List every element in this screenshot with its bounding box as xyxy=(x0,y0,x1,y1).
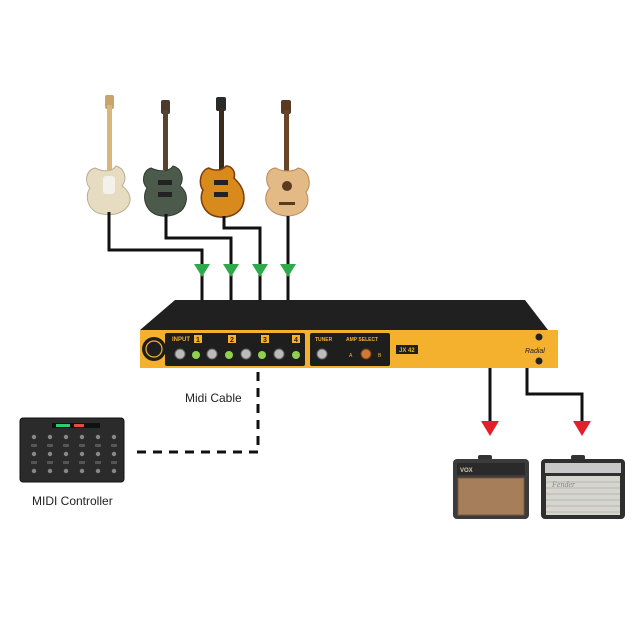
channel-3-number: 3 xyxy=(263,337,267,344)
input-jack-1 xyxy=(174,348,186,360)
radial-jx42-switcher: INPUT 1 2 3 4 TUNER AMP SELECT A B JX xyxy=(140,300,558,368)
rack-screw-bottom xyxy=(535,357,543,365)
midi-controller-label: MIDI Controller xyxy=(32,494,113,508)
amp-vox-grille xyxy=(458,478,524,515)
input-jack-4 xyxy=(273,348,285,360)
amp-b-label: B xyxy=(378,353,382,359)
green-arrow-1 xyxy=(194,264,210,277)
brand-logo: Radial xyxy=(525,348,545,355)
midi-controller xyxy=(19,417,125,483)
midi-controller-body xyxy=(20,418,124,482)
cable-amp-right xyxy=(525,368,584,430)
model-badge-text: JX 42 xyxy=(399,348,415,354)
guitar-lespaul-sunburst xyxy=(199,97,245,218)
midi-cable-label: Midi Cable xyxy=(185,391,242,405)
amp-fender: Fender xyxy=(541,455,625,519)
model-badge xyxy=(396,345,418,354)
output-arrows xyxy=(481,421,591,436)
amp-select-knob xyxy=(360,348,372,360)
amp-vox-control-panel xyxy=(457,463,525,475)
green-arrow-2 xyxy=(223,264,239,277)
input-led-2 xyxy=(225,351,233,359)
guitar-acoustic xyxy=(265,100,310,217)
input-arrows xyxy=(194,264,296,277)
rack-screw-top xyxy=(535,333,543,341)
input-jacks xyxy=(174,348,300,360)
channel-4-number: 4 xyxy=(294,337,298,344)
midi-footswitches xyxy=(31,434,117,474)
input-led-1 xyxy=(192,351,200,359)
red-arrow-left xyxy=(481,421,499,436)
input-led-3 xyxy=(258,351,266,359)
input-led-4 xyxy=(292,351,300,359)
midi-cable xyxy=(132,372,260,454)
input-jack-3 xyxy=(240,348,252,360)
amp-fender-logo: Fender xyxy=(551,480,576,489)
input-label: INPUT xyxy=(172,337,190,343)
green-arrow-4 xyxy=(280,264,296,277)
cable-guitar-1 xyxy=(107,212,204,300)
green-arrow-3 xyxy=(252,264,268,277)
guitar-prs-green xyxy=(143,100,187,217)
guitar-cables xyxy=(107,212,290,300)
channel-1-number: 1 xyxy=(196,337,200,344)
tuner-jack xyxy=(316,348,328,360)
cable-guitar-2 xyxy=(164,214,233,300)
cable-guitar-3 xyxy=(222,216,262,300)
amp-vox-logo: VOX xyxy=(460,468,473,474)
input-jack-2 xyxy=(206,348,218,360)
rack-top xyxy=(140,300,548,330)
channel-2-number: 2 xyxy=(230,337,234,344)
red-arrow-right xyxy=(573,421,591,436)
amp-select-label: AMP SELECT xyxy=(346,337,378,343)
amp-cables xyxy=(488,368,584,430)
guitar-strat-cream xyxy=(86,95,131,216)
amp-fender-control-panel xyxy=(545,463,621,473)
amp-vox: VOX xyxy=(453,455,529,519)
amp-a-label: A xyxy=(349,353,353,359)
tuner-label: TUNER xyxy=(315,337,333,343)
